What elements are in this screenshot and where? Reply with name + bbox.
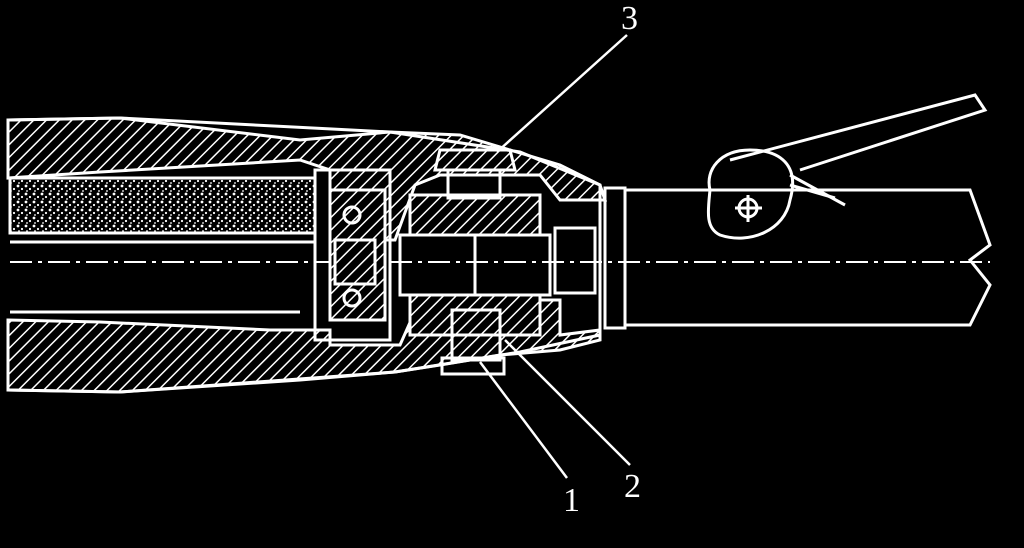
callout-label-2: 2 <box>624 468 641 505</box>
bearing-assembly <box>313 168 392 342</box>
leader-lines <box>479 34 631 479</box>
gear-block <box>398 193 597 337</box>
shaft-core <box>8 176 990 314</box>
callout-label-3: 3 <box>621 0 638 37</box>
leader-line-3 <box>496 34 628 153</box>
tube-and-handle <box>603 93 992 330</box>
top-bolt <box>433 148 517 200</box>
bottom-bolt <box>440 308 506 376</box>
leader-line-2 <box>504 339 631 466</box>
callout-label-1: 1 <box>563 482 580 519</box>
leader-line-1 <box>479 361 568 479</box>
